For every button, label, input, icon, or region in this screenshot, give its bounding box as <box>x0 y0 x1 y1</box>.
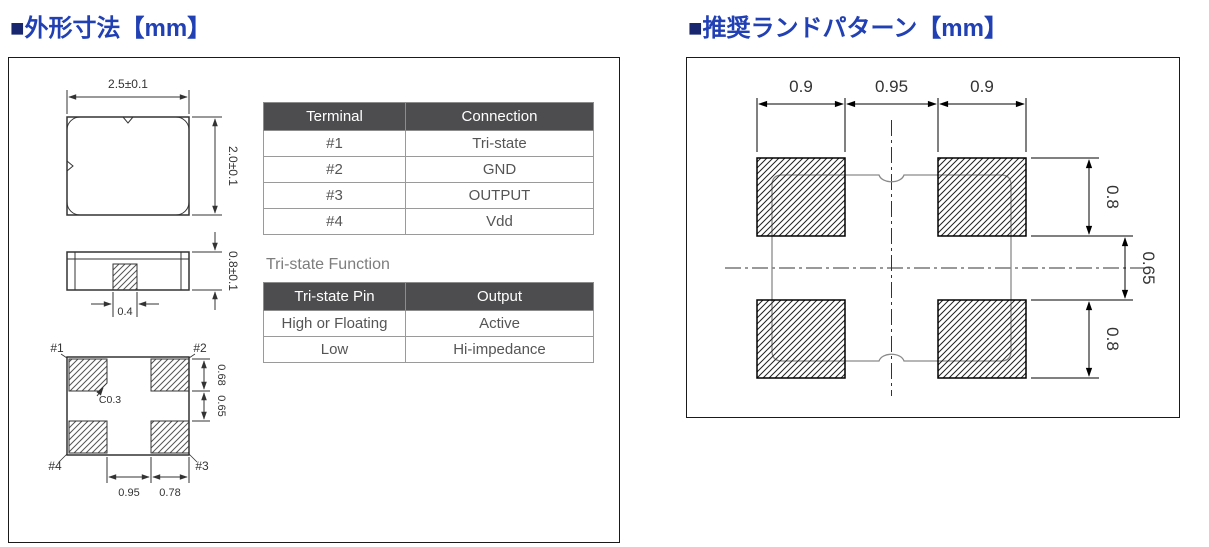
dim-bottom-vertical: 0.68 0.65 <box>192 358 227 422</box>
dim-label-land-pad-height-top: 0.8 <box>1103 185 1122 209</box>
pad-4 <box>68 420 108 454</box>
orientation-mark-left <box>66 160 74 172</box>
chamfer-label: C0.3 <box>99 394 121 406</box>
terminal-cell: #2 <box>263 156 406 183</box>
dim-label-land-pad-width-right: 0.9 <box>970 77 994 96</box>
dim-label-side-pad: 0.4 <box>117 306 132 318</box>
title-bullet-icon: ■ <box>10 15 25 42</box>
dim-label-pad-width: 0.78 <box>159 487 180 499</box>
pin-label-3: #3 <box>195 459 209 473</box>
dim-top-height: 2.0±0.1 <box>192 116 240 216</box>
dim-label-gap-h: 0.95 <box>118 487 139 499</box>
connection-cell: GND <box>405 156 594 183</box>
title-bullet-icon: ■ <box>688 15 703 42</box>
land-dims-right: 0.8 0.65 0.8 <box>1031 157 1158 379</box>
tristate-table-header-pin: Tri-state Pin <box>263 282 406 311</box>
terminal-cell: #3 <box>263 182 406 209</box>
dim-label-body-width: 2.5±0.1 <box>108 77 148 91</box>
pad-1 <box>68 358 108 392</box>
pin-label-2: #2 <box>193 341 207 355</box>
land-pad-top-right <box>937 157 1027 237</box>
land-pad-top-left <box>756 157 846 237</box>
table-row: #4 Vdd <box>263 208 594 235</box>
terminal-connection-table: Terminal Connection #1 Tri-state #2 GND … <box>263 102 594 235</box>
tristate-pin-cell: High or Floating <box>263 310 406 337</box>
table-row: Low Hi-impedance <box>263 336 594 363</box>
table-row: #1 Tri-state <box>263 130 594 157</box>
outline-dimensions-panel: 2.5±0.1 2.0±0.1 <box>8 57 620 543</box>
table-row: #2 GND <box>263 156 594 183</box>
dim-bottom-horizontal: 0.95 0.78 <box>106 457 190 499</box>
tristate-output-cell: Hi-impedance <box>405 336 594 363</box>
pad-3 <box>150 420 190 454</box>
tristate-function-caption: Tri-state Function <box>266 256 390 273</box>
terminal-cell: #4 <box>263 208 406 235</box>
section-title-outline: ■外形寸法【mm】 <box>10 8 211 43</box>
dim-label-pad-height: 0.68 <box>215 364 227 385</box>
dim-label-land-gap-v: 0.65 <box>1139 251 1158 284</box>
table-row: High or Floating Active <box>263 310 594 337</box>
section-title-outline-text: 外形寸法【mm】 <box>24 15 212 42</box>
dim-label-land-pad-height-bottom: 0.8 <box>1103 327 1122 351</box>
package-side-view <box>66 251 190 291</box>
pin-label-4: #4 <box>48 459 62 473</box>
tristate-function-table: Tri-state Pin Output High or Floating Ac… <box>263 282 594 363</box>
package-bottom-view: #1 #2 #3 #4 C0.3 <box>48 341 209 473</box>
land-pad-bottom-right <box>937 299 1027 379</box>
land-dims-top: 0.9 0.95 0.9 <box>756 77 1027 152</box>
dim-label-gap-v: 0.65 <box>215 395 227 416</box>
side-view-center-pad <box>112 263 138 291</box>
dim-label-body-height: 2.0±0.1 <box>226 146 240 186</box>
outline-drawing: 2.5±0.1 2.0±0.1 <box>48 77 240 499</box>
connection-cell: OUTPUT <box>405 182 594 209</box>
land-pad-bottom-left <box>756 299 846 379</box>
land-pattern-panel: 0.9 0.95 0.9 0.8 0.65 0.8 <box>686 57 1180 418</box>
orientation-mark-top <box>122 116 134 124</box>
dim-label-land-gap-h: 0.95 <box>875 77 908 96</box>
pin-label-1: #1 <box>50 341 64 355</box>
pad-2 <box>150 358 190 392</box>
land-pads <box>756 157 1027 379</box>
dim-side-pad: 0.4 <box>91 292 159 318</box>
terminal-cell: #1 <box>263 130 406 157</box>
table-row: #3 OUTPUT <box>263 182 594 209</box>
dim-label-land-pad-width-left: 0.9 <box>789 77 813 96</box>
dim-top-width: 2.5±0.1 <box>66 77 190 114</box>
tristate-table-header-output: Output <box>405 282 594 311</box>
package-top-view <box>66 116 190 216</box>
tristate-output-cell: Active <box>405 310 594 337</box>
land-pattern-drawing: 0.9 0.95 0.9 0.8 0.65 0.8 <box>725 77 1158 396</box>
section-title-land-pattern: ■推奨ランドパターン【mm】 <box>688 8 1008 43</box>
tristate-pin-cell: Low <box>263 336 406 363</box>
terminal-table-header-terminal: Terminal <box>263 102 406 131</box>
connection-cell: Tri-state <box>405 130 594 157</box>
dim-label-side-height: 0.8±0.1 <box>226 251 240 291</box>
dim-side-height: 0.8±0.1 <box>192 232 240 310</box>
section-title-land-pattern-text: 推奨ランドパターン【mm】 <box>702 15 1008 42</box>
terminal-table-header-connection: Connection <box>405 102 594 131</box>
connection-cell: Vdd <box>405 208 594 235</box>
